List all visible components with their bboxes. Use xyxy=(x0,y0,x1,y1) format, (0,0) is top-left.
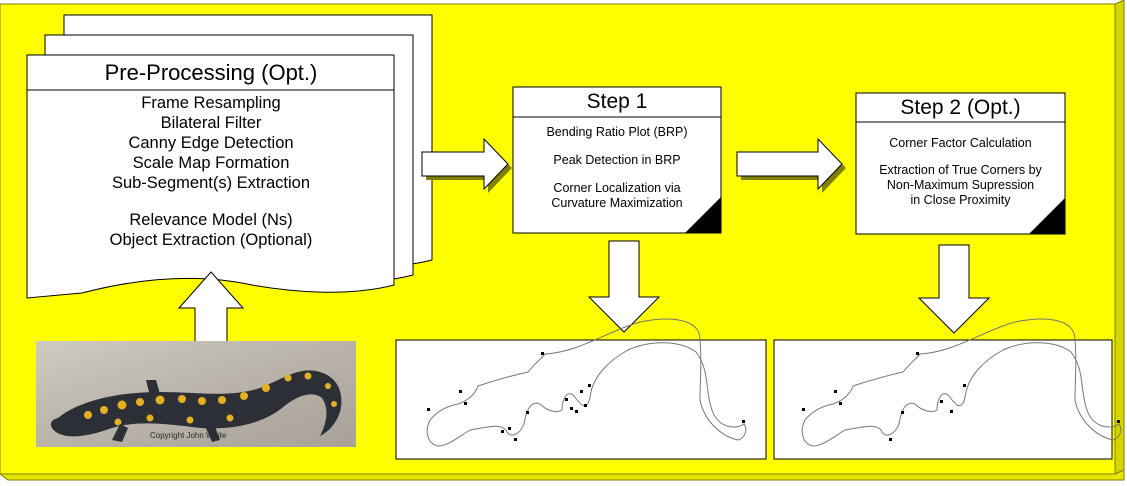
step1-title: Step 1 xyxy=(586,90,648,113)
step1-item: Corner Localization via xyxy=(553,181,681,195)
preprocessing-item: Frame Resampling xyxy=(141,94,281,112)
arrow-right-icon xyxy=(736,137,846,193)
preprocessing-item: Canny Edge Detection xyxy=(128,134,294,152)
step1-item: Bending Ratio Plot (BRP) xyxy=(546,125,688,139)
step1-spacer xyxy=(513,168,721,181)
preprocessing-list: Frame Resampling Bilateral Filter Canny … xyxy=(28,93,394,250)
step1-item: Peak Detection in BRP xyxy=(553,153,681,167)
arrow-down-icon xyxy=(917,244,991,334)
step2-body: Corner Factor Calculation Extraction of … xyxy=(856,136,1065,208)
preprocessing-item: Bilateral Filter xyxy=(160,114,262,132)
step2-item: Non-Maximum Supression xyxy=(886,178,1035,192)
arrow-right-icon xyxy=(421,137,512,193)
step2-item: Extraction of True Corners by xyxy=(879,163,1042,177)
arrow-down-icon xyxy=(587,240,661,333)
step2-title: Step 2 (Opt.) xyxy=(900,96,1021,119)
preprocessing-item: Object Extraction (Optional) xyxy=(109,231,313,249)
preprocessing-title: Pre-Processing (Opt.) xyxy=(104,60,318,85)
photo-copyright: Copyright John White xyxy=(150,431,227,440)
preprocessing-item: Relevance Model (Ns) xyxy=(129,211,293,229)
salamander-photo xyxy=(36,341,356,447)
preprocessing-spacer xyxy=(28,193,394,210)
step1-box xyxy=(512,86,722,234)
step2-spacer xyxy=(856,151,1065,163)
step2-box xyxy=(855,92,1066,235)
output-panel-step1 xyxy=(395,318,767,460)
preprocessing-doc-stack xyxy=(26,14,433,299)
preprocessing-item: Sub-Segment(s) Extraction xyxy=(111,174,311,192)
step1-body: Bending Ratio Plot (BRP) Peak Detection … xyxy=(513,125,721,211)
output-panel-step2 xyxy=(773,318,1122,460)
preprocessing-item: Scale Map Formation xyxy=(132,154,290,172)
step1-item: Curvature Maximization xyxy=(551,196,683,210)
step2-item: in Close Proximity xyxy=(910,193,1011,207)
step1-spacer xyxy=(513,140,721,153)
step2-item: Corner Factor Calculation xyxy=(889,136,1032,150)
